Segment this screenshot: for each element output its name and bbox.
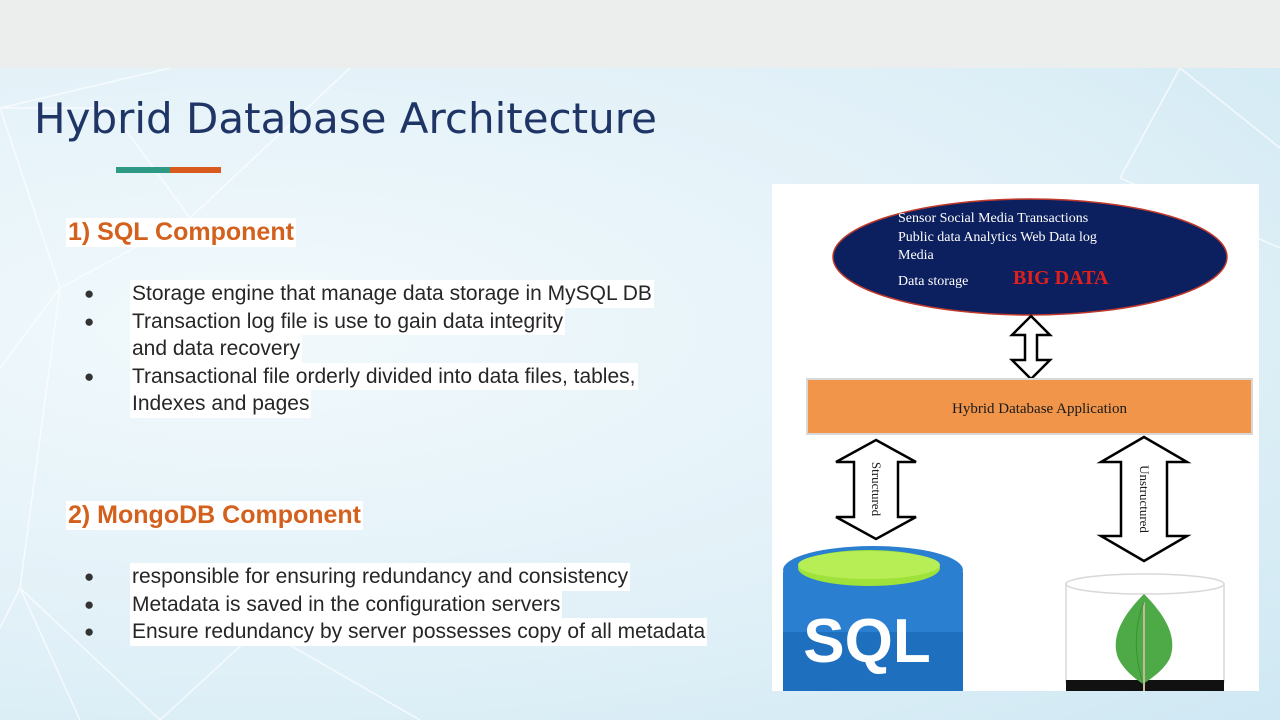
sql-database-icon: SQL: [783, 546, 963, 691]
big-data-sources-line2: Public data Analytics Web Data log: [898, 230, 1097, 245]
title-accent-teal: [116, 167, 170, 173]
bullet-text: Transactional file orderly divided into …: [130, 362, 638, 390]
mongodb-database-icon: [1065, 573, 1225, 691]
slide-title: Hybrid Database Architecture: [34, 94, 657, 143]
sql-icon-text: SQL: [803, 607, 930, 676]
bullet-text: Ensure redundancy by server possesses co…: [130, 618, 708, 646]
sql-component-heading: 1) SQL Component: [66, 218, 296, 247]
bullet-text: responsible for ensuring redundancy and …: [130, 563, 631, 591]
bullet-dot: ●: [84, 311, 95, 331]
bullet-dot: ●: [84, 366, 95, 386]
unstructured-label: Unstructured: [1137, 465, 1152, 533]
bullet-text: Metadata is saved in the configuration s…: [130, 590, 563, 618]
big-data-sources-line1: Sensor Social Media Transactions: [898, 211, 1088, 226]
big-data-label: BIG DATA: [1013, 267, 1109, 289]
structured-label: Structured: [869, 462, 884, 517]
hybrid-app-bar: [806, 378, 1253, 435]
big-data-ellipse: [832, 198, 1228, 316]
architecture-diagram: Sensor Social Media Transactions Public …: [772, 184, 1259, 691]
structured-arrow-icon: [835, 438, 917, 541]
big-data-sources-line4: Data storage: [898, 274, 968, 289]
double-arrow-icon: [1008, 314, 1054, 381]
title-accent-orange: [170, 167, 221, 173]
bullet-dot: ●: [84, 567, 95, 586]
bullet-text: Transaction log file is use to gain data…: [130, 307, 566, 335]
top-band: [0, 0, 1280, 68]
diagram-svg: Sensor Social Media Transactions Public …: [783, 198, 1253, 691]
unstructured-arrow-icon: [1096, 435, 1192, 563]
bullet-dot: ●: [84, 622, 95, 641]
bullet-text-continued: Indexes and pages: [130, 390, 312, 418]
mongodb-component-heading: 2) MongoDB Component: [66, 501, 364, 530]
bullet-dot: ●: [84, 594, 95, 614]
hybrid-app-label: Hybrid Database Application: [952, 401, 1127, 417]
slide: Hybrid Database Architecture 1) SQL Comp…: [0, 68, 1280, 720]
bullet-text-continued: and data recovery: [130, 335, 303, 363]
big-data-sources-line3: Media: [898, 248, 935, 263]
bullet-text: Storage engine that manage data storage …: [130, 280, 654, 308]
bullet-dot: ●: [84, 284, 95, 303]
